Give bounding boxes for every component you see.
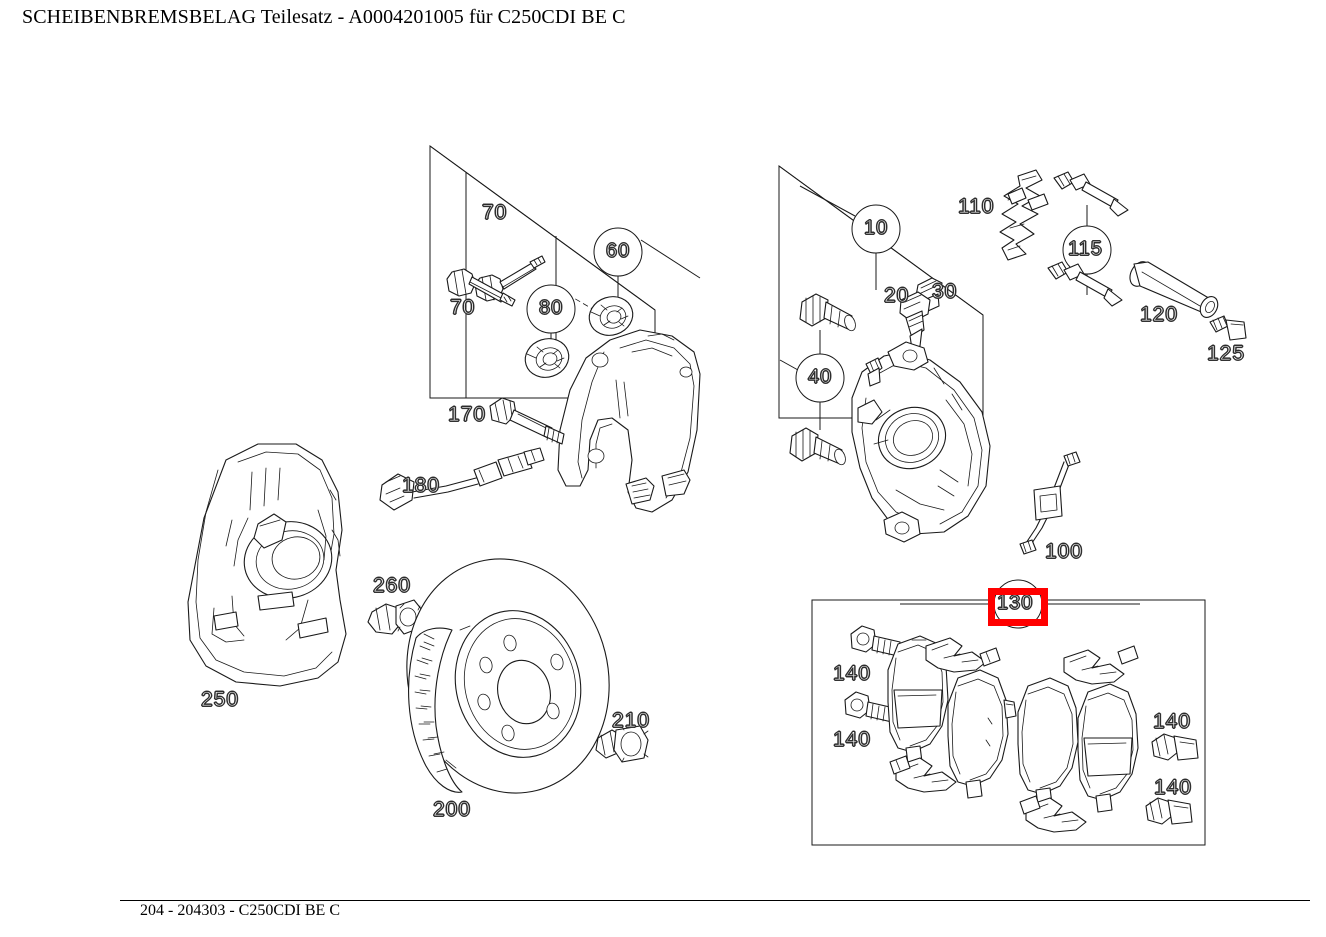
part-70-guide-bolt-lower (446, 268, 516, 307)
callout-label-170[interactable]: 170 (447, 403, 487, 426)
part-brake-pad-2 (947, 669, 1017, 799)
callout-label-250[interactable]: 250 (200, 688, 240, 711)
part-brake-caliper-body (851, 341, 991, 543)
callout-label-110[interactable]: 110 (957, 195, 995, 218)
callout-label-140-a[interactable]: 140 (832, 662, 872, 685)
callout-label-140-c[interactable]: 140 (1152, 710, 1192, 733)
part-140-bolt-b (844, 691, 895, 723)
callout-label-115[interactable]: 115 (1068, 238, 1103, 260)
part-brake-pad-4 (1017, 677, 1079, 807)
footer-divider (120, 900, 1310, 901)
callout-circle-40 (795, 353, 845, 403)
part-110-retaining-spring-clip (999, 169, 1049, 261)
callout-label-180[interactable]: 180 (401, 474, 441, 497)
callout-label-125[interactable]: 125 (1206, 342, 1246, 365)
callout-label-70-a[interactable]: 70 (481, 201, 508, 224)
part-120-guide-sleeve (1129, 261, 1219, 318)
callout-label-140-b[interactable]: 140 (832, 728, 872, 751)
part-115-guide-pin-upper (1053, 171, 1129, 217)
part-pad-retaining-clip-b (889, 755, 957, 793)
callout-label-100[interactable]: 100 (1044, 540, 1084, 563)
part-180-brake-wear-sensor (379, 447, 545, 511)
part-125-bolt (1209, 315, 1247, 341)
callout-label-200[interactable]: 200 (432, 798, 472, 821)
part-pad-retaining-clip-c (1063, 645, 1139, 685)
callout-label-140-d[interactable]: 140 (1153, 776, 1193, 799)
callout-circle-10 (851, 204, 901, 254)
part-caliper-carrier-bracket (557, 329, 701, 513)
callout-label-80[interactable]: 80 (538, 297, 564, 319)
callout-label-30[interactable]: 30 (931, 280, 958, 303)
part-210-disc-retaining-screw (595, 725, 649, 763)
part-115-guide-pin-lower (1047, 261, 1123, 307)
part-40-fitting-upper (799, 293, 856, 332)
callout-circle-80 (526, 284, 576, 334)
part-140-bolt-a (850, 625, 901, 657)
footer-text: 204 - 204303 - C250CDI BE C (140, 902, 340, 919)
part-170-guide-bolt (489, 397, 565, 445)
callout-label-40[interactable]: 40 (807, 366, 833, 388)
part-pad-retaining-clip-a (925, 637, 1001, 673)
callout-label-260[interactable]: 260 (372, 574, 412, 597)
part-60-guide-bushing (588, 296, 634, 336)
callout-label-120[interactable]: 120 (1139, 303, 1179, 326)
callout-label-10[interactable]: 10 (863, 217, 889, 239)
part-80-bushing (524, 338, 570, 378)
part-pad-retaining-clip-d (1019, 795, 1087, 833)
part-140-bolt-c (1151, 733, 1199, 761)
callout-label-60[interactable]: 60 (605, 240, 631, 262)
callout-circle-115 (1062, 225, 1112, 275)
part-200-brake-disc (406, 558, 610, 794)
part-140-bolt-d (1145, 797, 1193, 825)
part-250-brake-splash-shield (187, 443, 347, 687)
page-title: SCHEIBENBREMSBELAG Teilesatz - A00042010… (22, 6, 626, 28)
callout-label-70-b[interactable]: 70 (449, 296, 476, 319)
callout-label-20[interactable]: 20 (883, 284, 910, 307)
part-40-fitting-lower (789, 427, 846, 466)
callout-label-130[interactable]: 130 (996, 592, 1034, 614)
part-100-cable-bracket (1019, 451, 1081, 555)
callout-circle-60 (593, 227, 643, 277)
callout-label-210[interactable]: 210 (611, 709, 651, 732)
part-brake-pad-3 (1077, 683, 1139, 813)
